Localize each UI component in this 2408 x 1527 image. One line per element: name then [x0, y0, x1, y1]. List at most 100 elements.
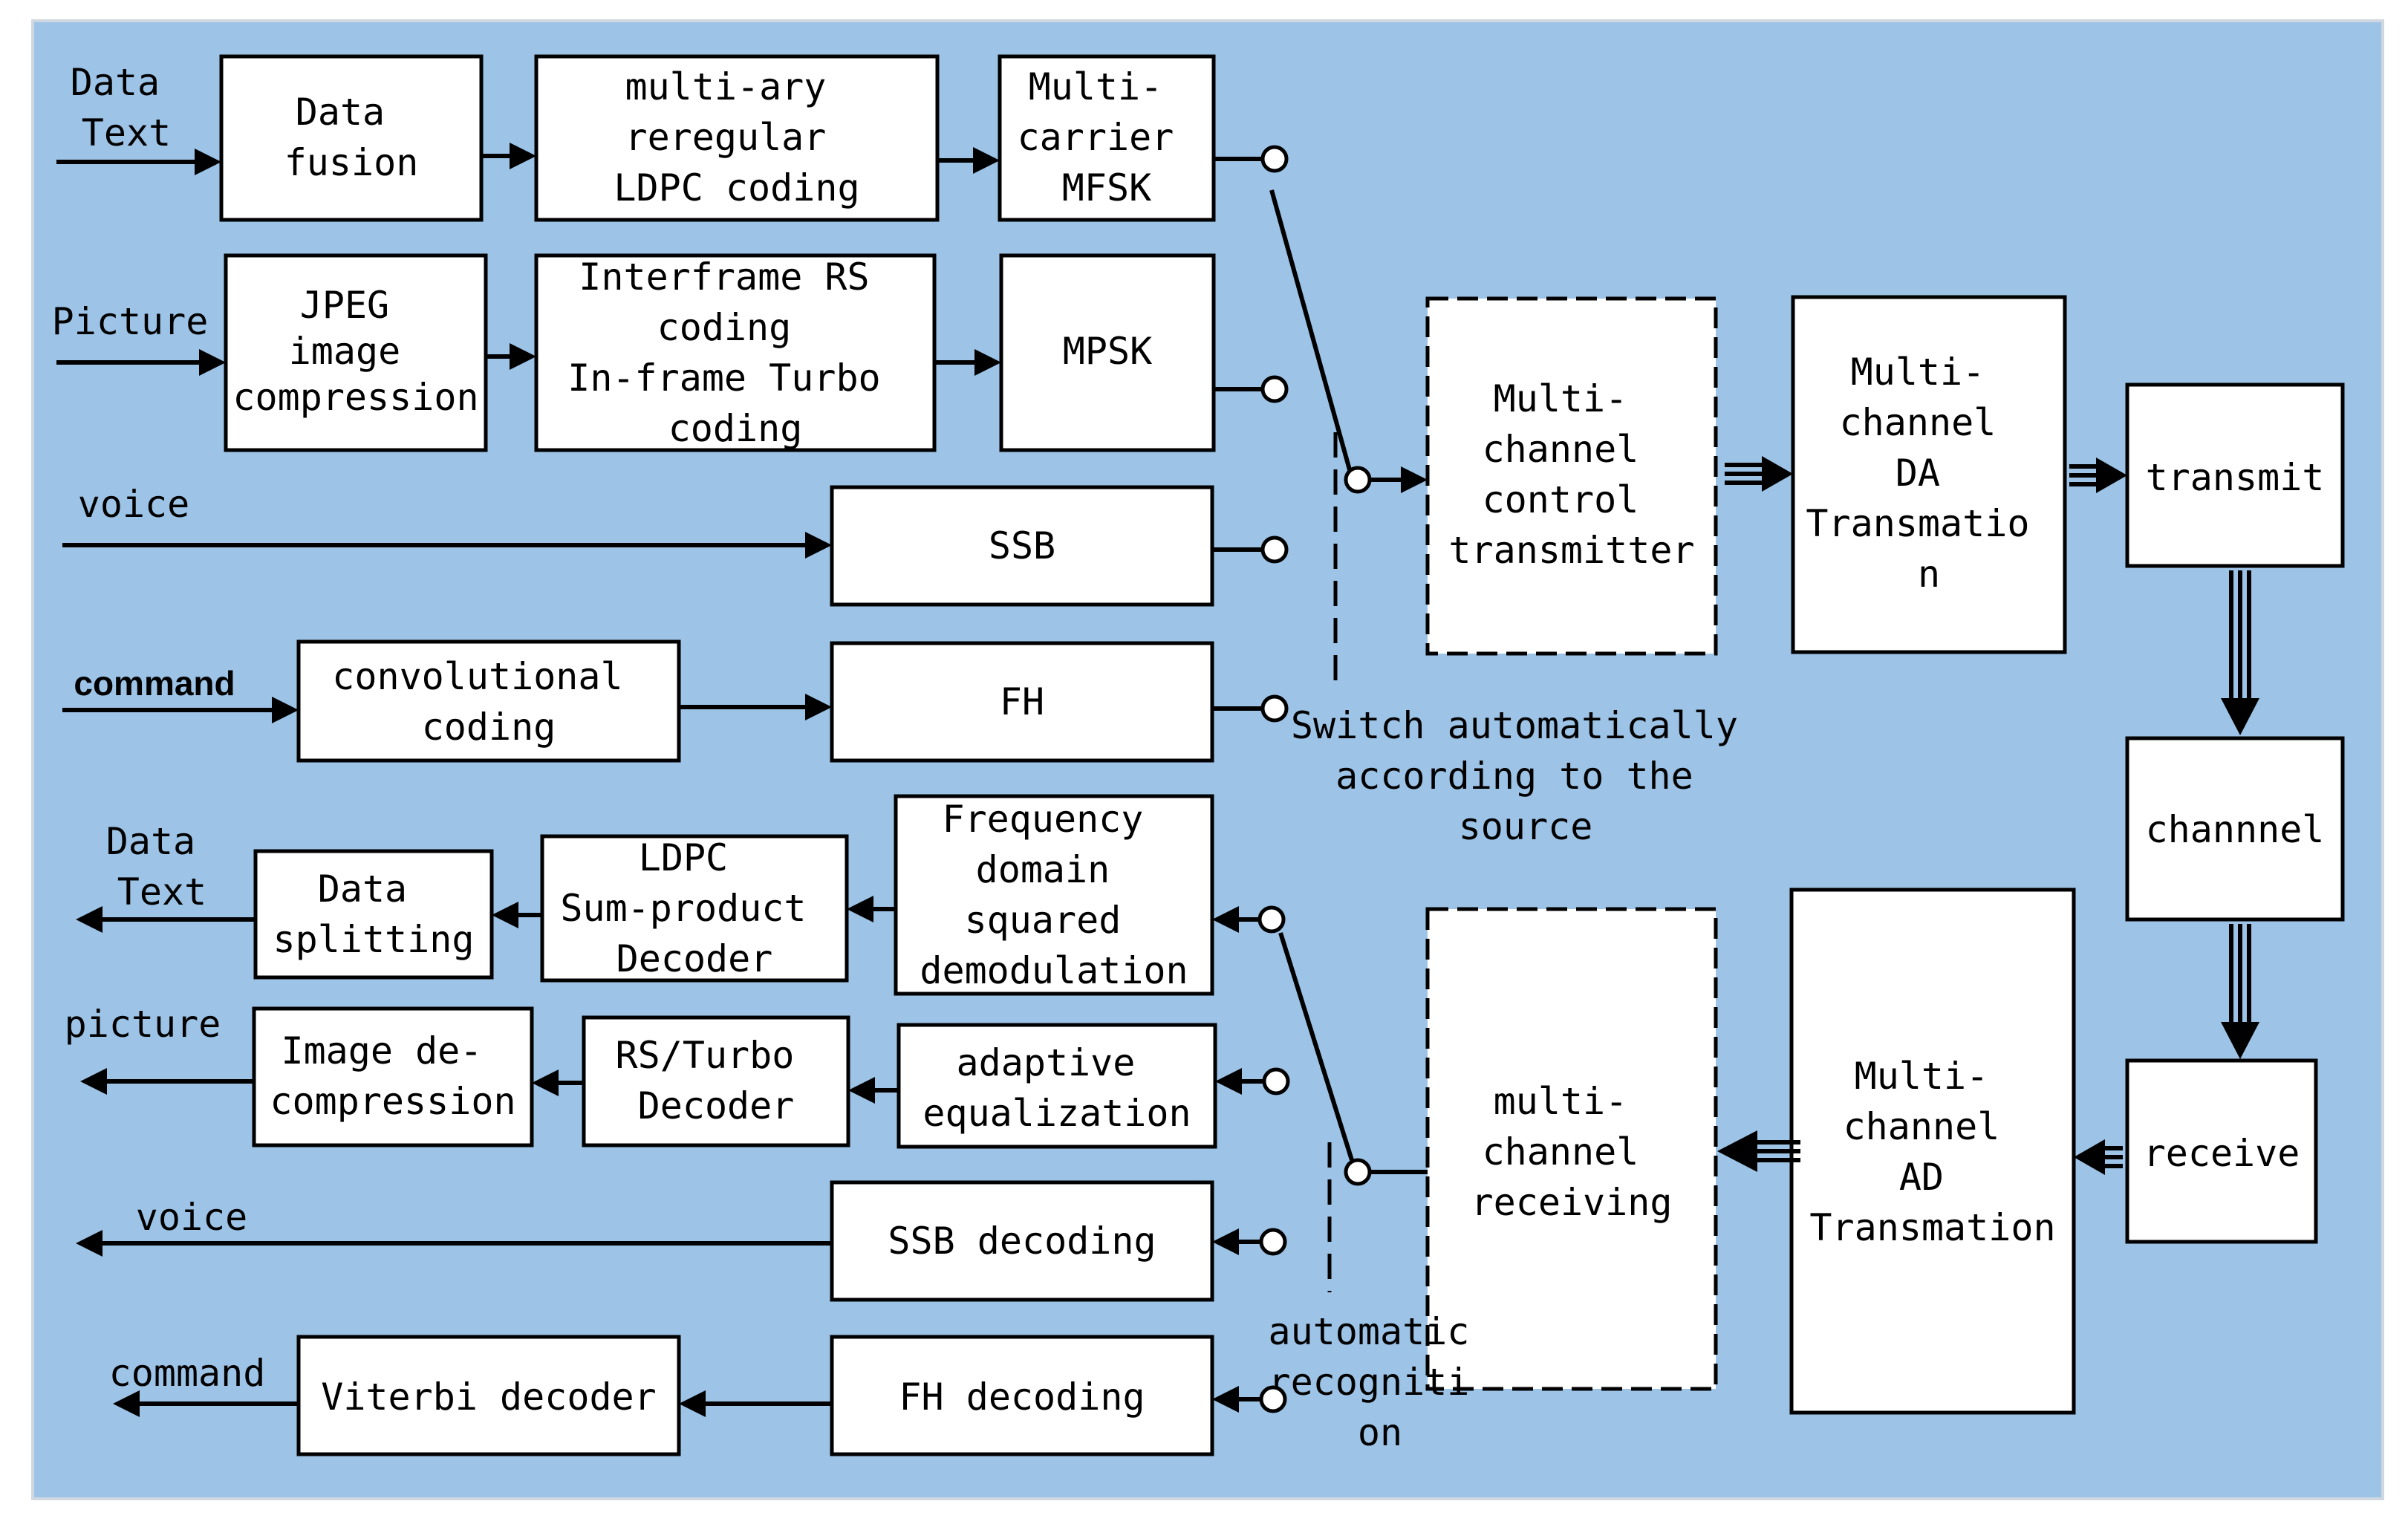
block-ldpc-coding — [534, 54, 940, 222]
block-convolutional-coding — [296, 639, 681, 763]
arrowhead — [76, 906, 102, 933]
block-ssb-label: SSB — [989, 524, 1055, 567]
block-jpeg-label: JPEG image compression — [232, 284, 478, 419]
note-automatic-recognition: automatic recogniti on — [1268, 1310, 1491, 1454]
switch-arm-rx — [1278, 932, 1354, 1161]
arrowhead — [805, 694, 832, 720]
block-fh-decoding — [830, 1335, 1214, 1456]
block-transmit-label: transmit — [2146, 456, 2325, 499]
block-ldpc-decoder-label: LDPC Sum-product Decoder — [560, 836, 828, 980]
arrowhead — [510, 343, 536, 370]
arrowhead — [848, 1077, 875, 1104]
block-data-fusion-label: Data fusion — [284, 91, 419, 184]
block-control-transmitter-label: Multi- channel control transmitter — [1448, 377, 1694, 572]
block-mpsk-label: MPSK — [1063, 330, 1152, 373]
input-label-voice: voice — [78, 483, 190, 526]
arrowhead — [113, 1390, 140, 1417]
input-label-picture: Picture — [52, 300, 209, 343]
arrowhead — [510, 143, 536, 169]
input-label-command: command — [74, 664, 235, 703]
block-data-splitting-label: Data splitting — [273, 867, 475, 961]
block-frequency-demodulation-label: Frequency domain squared demodulation — [920, 798, 1188, 992]
arrowhead — [679, 1390, 706, 1417]
block-ldpc-coding-label: multi-ary reregular LDPC coding — [614, 65, 859, 209]
switch-terminal-tx-3 — [1260, 535, 1289, 564]
arrowhead — [199, 349, 226, 376]
arrowhead — [1401, 466, 1428, 493]
switch-terminal-tx-1 — [1260, 145, 1289, 173]
block-rs-turbo-decoder — [582, 1015, 850, 1147]
switch-terminal-tx-4 — [1260, 694, 1289, 723]
switch-terminal-tx-2 — [1260, 375, 1289, 403]
block-channel-label: channnel — [2146, 808, 2325, 851]
block-rs-turbo-coding — [534, 253, 937, 452]
arrowhead — [195, 149, 221, 175]
block-mfsk — [998, 54, 1216, 222]
block-adaptive-equalization — [897, 1023, 1217, 1149]
block-multichannel-ad-label: Multi- channel AD Transmation — [1809, 1055, 2055, 1249]
input-label-data-text: Data Text — [71, 61, 183, 154]
block-multichannel-receiving — [1425, 907, 1718, 1391]
arrowhead — [1212, 1386, 1239, 1413]
block-control-transmitter — [1425, 296, 1718, 656]
block-multichannel-receiving-label: multi- channel receiving — [1471, 1080, 1673, 1224]
block-mfsk-label: Multi- carrier MFSK — [1018, 65, 1197, 209]
block-transmit — [2125, 382, 2345, 568]
output-label-voice: voice — [136, 1196, 248, 1239]
block-rs-turbo-coding-label: Interframe RS coding In-frame Turbo codi… — [567, 255, 903, 450]
block-jpeg-compression — [224, 253, 488, 452]
arrowhead — [1215, 1068, 1242, 1095]
arrowhead — [76, 1230, 102, 1257]
switch-terminal-rx-1 — [1257, 905, 1286, 934]
arrowhead — [80, 1068, 107, 1095]
triple-arrow-control-to-da — [1725, 456, 1793, 492]
block-receive-label: receive — [2144, 1132, 2300, 1175]
output-label-command: command — [109, 1352, 266, 1395]
switch-arm-tx — [1269, 189, 1353, 473]
arrowhead — [272, 697, 299, 723]
arrowhead — [974, 349, 1001, 376]
triple-arrow-da-to-transmit — [2069, 458, 2127, 493]
block-fh-label: FH — [1000, 680, 1044, 723]
block-ldpc-decoder — [540, 834, 849, 983]
block-multichannel-da — [1791, 295, 2067, 654]
switch-terminal-rx-4 — [1259, 1385, 1287, 1413]
arrowhead — [805, 532, 832, 559]
output-label-data-text: Data Text — [106, 820, 218, 914]
triple-arrow-ad-to-receiving — [1717, 1130, 1800, 1172]
block-viterbi-decoder-label: Viterbi decoder — [321, 1375, 657, 1419]
arrowhead — [973, 147, 1000, 174]
block-frequency-demodulation — [894, 794, 1214, 996]
switch-pivot-rx — [1344, 1158, 1372, 1186]
triple-arrow-receive-to-ad — [2074, 1139, 2123, 1175]
block-mpsk — [999, 253, 1216, 452]
block-data-splitting — [253, 849, 494, 980]
triple-arrow-transmit-to-channel — [2221, 570, 2259, 735]
block-multichannel-da-label: Multi- channel DA Transmatio n — [1806, 351, 2051, 596]
block-ssb — [830, 485, 1214, 607]
block-fh — [830, 641, 1214, 763]
note-switch-automatically: Switch automatically according to the so… — [1291, 704, 1760, 848]
arrowhead — [1212, 906, 1239, 933]
arrowhead — [492, 902, 518, 928]
block-ssb-decoding-label: SSB decoding — [888, 1220, 1156, 1263]
arrowhead — [847, 896, 873, 922]
triple-arrow-channel-to-receive — [2221, 924, 2259, 1059]
arrowhead — [1212, 1228, 1239, 1255]
block-convolutional-label: convolutional coding — [332, 655, 645, 749]
block-adaptive-equalization-label: adaptive equalization — [922, 1041, 1191, 1135]
switch-terminal-rx-3 — [1259, 1228, 1287, 1256]
block-fh-decoding-label: FH decoding — [899, 1375, 1145, 1419]
arrowhead — [532, 1069, 559, 1096]
switch-terminal-rx-2 — [1262, 1067, 1290, 1095]
block-image-decompression-label: Image de- compression — [270, 1029, 515, 1123]
block-data-fusion — [219, 54, 484, 222]
block-rs-turbo-decoder-label: RS/Turbo Decoder — [616, 1034, 817, 1127]
switch-pivot-tx — [1344, 466, 1372, 494]
block-receive — [2125, 1058, 2318, 1244]
output-label-picture: picture — [65, 1003, 221, 1046]
block-viterbi-decoder — [296, 1335, 681, 1456]
block-channel — [2125, 736, 2345, 922]
block-image-decompression — [252, 1006, 534, 1147]
